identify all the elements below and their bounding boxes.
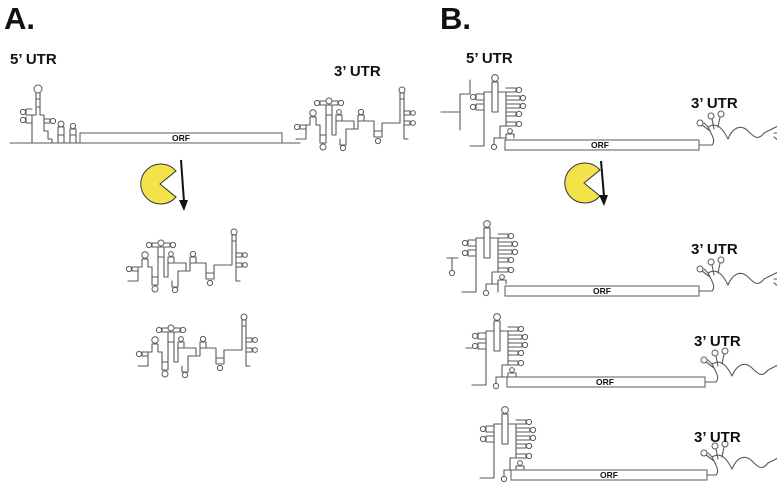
panel-b-utr5-label: 5’ UTR — [466, 50, 513, 67]
panel-a-fragment-1 — [125, 228, 248, 294]
panel-a-fragment-2 — [135, 313, 258, 379]
panel-b-transcript-2-utr5 — [461, 220, 519, 297]
panel-a-orf-label: ORF — [172, 133, 190, 143]
panel-b-transcript-2-utr3 — [696, 256, 777, 295]
panel-b-exonuclease-icon — [564, 162, 601, 204]
panel-b-transcript-3-utr3-label: 3’ UTR — [694, 333, 741, 350]
panel-b-transcript-4-utr3 — [700, 440, 777, 479]
panel-b-transcript-4: ORF 3’ UTR — [479, 406, 777, 483]
panel-b-decay-arrow — [599, 160, 608, 206]
panel-b-transcript-2-utr3-label: 3’ UTR — [691, 241, 738, 258]
panel-b-transcript-1-utr3 — [696, 110, 777, 149]
panel-b: B. 5’ UTR ORF 3’ UTR ORF 3 — [440, 1, 777, 483]
panel-a-letter: A. — [4, 1, 35, 36]
panel-b-transcript-1-utr3-label: 3’ UTR — [691, 95, 738, 112]
panel-b-transcript-3-orf-label: ORF — [596, 377, 614, 387]
panel-b-letter: B. — [440, 1, 471, 36]
panel-a-utr5-label: 5’ UTR — [10, 51, 57, 68]
panel-b-transcript-1-utr5 — [469, 74, 527, 151]
panel-a-orf-box — [79, 132, 283, 144]
panel-b-transcript-4-orf-label: ORF — [600, 470, 618, 480]
panel-a-utr3-label: 3’ UTR — [334, 63, 381, 80]
panel-a-exonuclease-icon — [140, 163, 177, 205]
panel-b-transcript-1: ORF 3’ UTR — [440, 74, 777, 151]
panel-a-utr3-structure — [293, 86, 416, 152]
panel-a-mrna: ORF — [9, 84, 416, 152]
panel-a-decay-arrow — [179, 159, 188, 211]
panel-b-transcript-4-utr3-label: 3’ UTR — [694, 429, 741, 446]
panel-b-transcript-2-orf-label: ORF — [593, 286, 611, 296]
panel-b-transcript-3-utr3 — [700, 347, 777, 386]
panel-a-utr5-structure — [9, 84, 81, 144]
panel-b-transcript-1-orf-label: ORF — [591, 140, 609, 150]
panel-a: A. 5’ UTR 3’ UTR ORF — [4, 1, 416, 379]
panel-b-transcript-3: ORF 3’ UTR — [465, 313, 777, 390]
panel-b-transcript-2: ORF 3’ UTR — [446, 220, 777, 297]
